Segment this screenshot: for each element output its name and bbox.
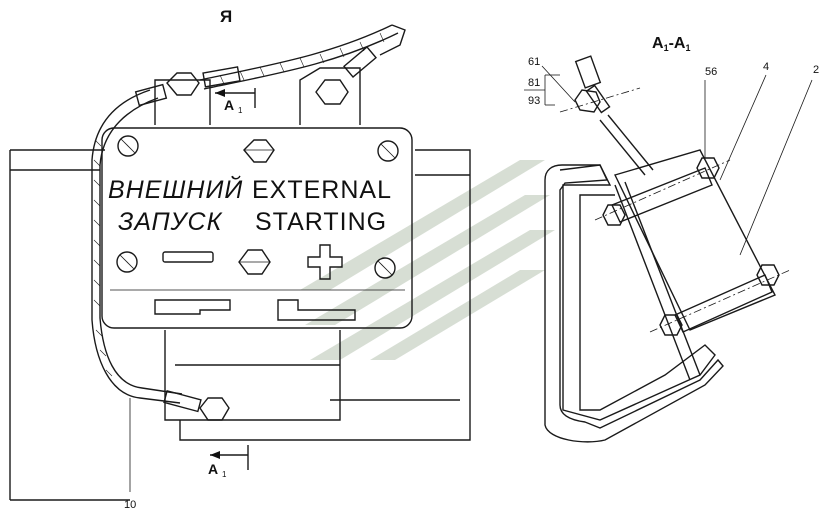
left-view: ВНЕШНИЙ EXTERNAL ЗАПУСК STARTING	[9, 7, 471, 511]
svg-text:1: 1	[238, 106, 243, 115]
right-view-section: A1-A1 61 81 93	[524, 35, 819, 443]
plate-screw-icon	[116, 135, 399, 279]
section-marker-bottom: A 1	[208, 445, 249, 479]
plate-text-en-line2: STARTING	[255, 208, 387, 236]
section-marker-top: A 1	[215, 88, 256, 115]
braided-cable	[91, 24, 406, 421]
plate-text-ru-line2: ЗАПУСК	[118, 208, 223, 236]
svg-text:1: 1	[222, 470, 227, 479]
minus-terminal-symbol	[162, 251, 214, 263]
svg-text:61: 61	[528, 56, 540, 68]
svg-text:93: 93	[528, 95, 540, 107]
plate-text-en-line1: EXTERNAL	[252, 176, 392, 204]
watermark-logo	[300, 160, 555, 360]
terminal-block	[614, 149, 776, 331]
svg-text:2: 2	[813, 64, 819, 76]
callouts: 61 81 93 56 4 2	[524, 56, 819, 256]
plate-text-ru-line1: ВНЕШНИЙ	[108, 174, 243, 204]
hex-nut-icon	[238, 139, 275, 275]
view-label: Я	[220, 7, 232, 26]
label-plate	[101, 127, 413, 329]
callout-10: 10	[124, 499, 136, 511]
svg-text:A: A	[208, 461, 218, 477]
svg-text:56: 56	[705, 66, 717, 78]
svg-text:81: 81	[528, 77, 540, 89]
section-title: A1-A1	[652, 35, 690, 53]
plus-terminal-symbol	[307, 244, 343, 280]
svg-text:A: A	[224, 97, 234, 113]
svg-text:4: 4	[763, 61, 769, 73]
